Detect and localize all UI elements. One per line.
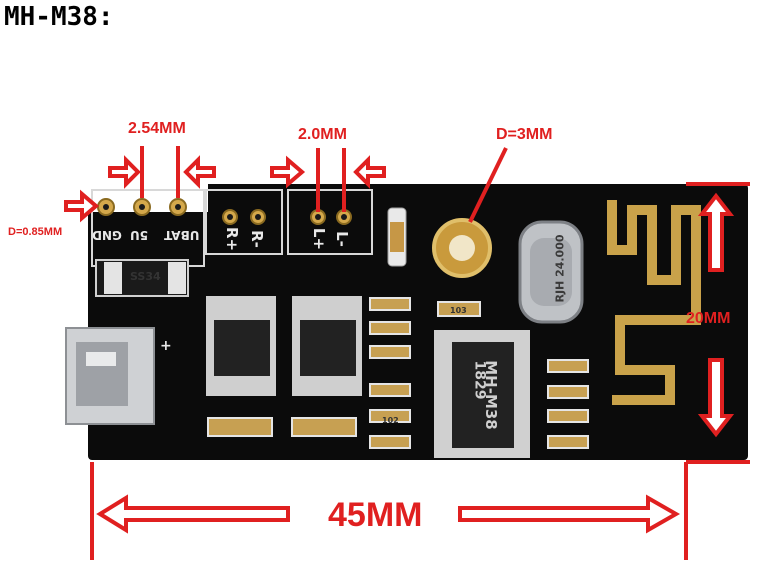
dimension-lines bbox=[90, 146, 750, 560]
label-diode: SS34 bbox=[130, 270, 161, 283]
label-pin-hole: D=0.85MM bbox=[8, 226, 63, 238]
smd-components bbox=[207, 297, 589, 449]
label-l-minus: L- bbox=[332, 231, 351, 247]
label-gnd: GND bbox=[92, 228, 122, 242]
label-r-minus: R- bbox=[247, 230, 266, 248]
label-l-plus: L+ bbox=[310, 227, 329, 251]
label-r102: 102 bbox=[382, 416, 399, 425]
amp-chips bbox=[206, 296, 362, 396]
label-r-plus: R+ bbox=[223, 226, 242, 252]
label-hole-diameter: D=3MM bbox=[496, 126, 553, 143]
label-crystal: RJH 24.000 bbox=[553, 234, 567, 303]
label-pin-pitch: 2.54MM bbox=[128, 120, 186, 137]
label-5v: 5U bbox=[130, 228, 149, 242]
page-title: MH-M38: bbox=[4, 2, 114, 32]
dimension-arrows bbox=[64, 155, 735, 534]
label-height: 20MM bbox=[686, 310, 731, 327]
label-plus: + bbox=[160, 338, 172, 354]
label-chip-date: 1829 bbox=[471, 360, 488, 400]
label-r103: 103 bbox=[450, 306, 467, 315]
antenna-trace bbox=[607, 200, 701, 405]
label-vbat: UBAT bbox=[164, 228, 200, 242]
label-pad-pitch: 2.0MM bbox=[298, 126, 347, 143]
label-width: 45MM bbox=[328, 496, 423, 534]
